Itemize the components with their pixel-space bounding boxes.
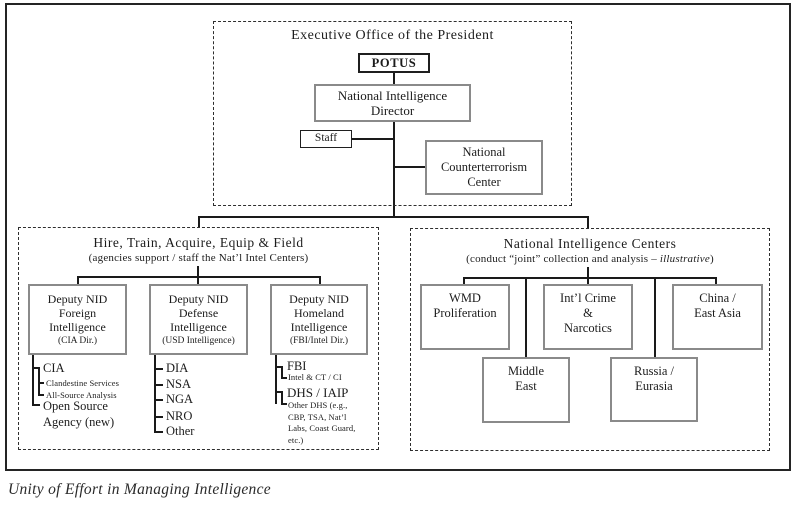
deputy-nid-homeland-label: Deputy NID Homeland Intelligence bbox=[289, 291, 349, 334]
list-item-nga: NGA bbox=[166, 392, 194, 406]
national-intelligence-director-box: National Intelligence Director bbox=[314, 84, 471, 122]
hire-train-subtitle: (agencies support / staff the Nat’l Inte… bbox=[88, 252, 309, 264]
connector-nctc bbox=[395, 166, 426, 168]
list-item-dia: DIA bbox=[166, 361, 189, 375]
potus-box: POTUS bbox=[358, 53, 430, 73]
group-hire-train bbox=[18, 227, 379, 450]
connector-nid-trunk bbox=[393, 121, 395, 218]
deputy-nid-defense-label: Deputy NID Defense Intelligence bbox=[168, 291, 229, 334]
deputy-nid-homeland-box: Deputy NID Homeland Intelligence (FBI/In… bbox=[270, 284, 368, 355]
bracket-tick-intel-ct bbox=[281, 377, 287, 379]
bracket-foreign-main bbox=[32, 355, 34, 406]
bracket-defense-main bbox=[154, 355, 156, 433]
bracket-tick-clandestine bbox=[38, 382, 44, 384]
center-intl-crime-narcotics-box: Int’l Crime & Narcotics bbox=[543, 284, 633, 350]
centers-subtitle-suffix: ) bbox=[709, 253, 714, 265]
list-item-dhs-iaip: DHS / IAIP bbox=[287, 385, 349, 400]
deputy-nid-homeland-note: (FBI/Intel Dir.) bbox=[289, 336, 349, 347]
connector-hire-stub bbox=[197, 266, 199, 277]
connector-centers-stub bbox=[587, 267, 589, 285]
connector-drop-deputy-homeland bbox=[319, 276, 321, 285]
group-executive-office bbox=[213, 21, 572, 206]
list-item-clandestine-services: Clandestine Services bbox=[46, 378, 120, 388]
bracket-foreign-sub bbox=[38, 367, 40, 396]
connector-drop-china bbox=[715, 277, 717, 285]
bracket-tick-all-source bbox=[38, 394, 44, 396]
connector-drop-middle-east bbox=[525, 277, 527, 358]
list-item-other-dhs: Other DHS (e.g., CBP, TSA, Nat’l Labs, C… bbox=[288, 400, 356, 445]
centers-subtitle: (conduct “joint” collection and analysis… bbox=[410, 253, 770, 265]
list-item-open-source-agency: Open Source Agency (new) bbox=[43, 399, 115, 429]
bracket-tick-nro bbox=[154, 416, 163, 418]
group-national-intelligence-centers bbox=[410, 228, 770, 451]
center-middle-east-box: Middle East bbox=[482, 357, 570, 423]
figure-caption: Unity of Effort in Managing Intelligence bbox=[8, 481, 271, 498]
deputy-nid-foreign-box: Deputy NID Foreign Intelligence (CIA Dir… bbox=[28, 284, 127, 355]
connector-staff bbox=[351, 138, 393, 140]
bracket-tick-nsa bbox=[154, 384, 163, 386]
center-china-east-asia-box: China / East Asia bbox=[672, 284, 763, 350]
list-item-all-source-analysis: All-Source Analysis bbox=[46, 390, 117, 400]
centers-subtitle-prefix: (conduct “joint” collection and analysis… bbox=[466, 253, 660, 265]
hire-train-title: Hire, Train, Acquire, Equip & Field bbox=[93, 235, 304, 250]
figure-border bbox=[5, 3, 791, 471]
bracket-fbi-sub bbox=[281, 366, 283, 379]
centers-title: National Intelligence Centers bbox=[503, 236, 677, 251]
centers-subtitle-illustrative: illustrative bbox=[659, 253, 710, 265]
deputy-nid-foreign-note: (CIA Dir.) bbox=[57, 336, 98, 347]
connector-drop-centers-group bbox=[587, 216, 589, 229]
connector-deputies bbox=[77, 276, 321, 278]
national-counterterrorism-center-box: National Counterterrorism Center bbox=[425, 140, 543, 195]
bracket-homeland-main bbox=[275, 355, 277, 404]
connector-potus-nid bbox=[393, 72, 395, 85]
list-item-fbi: FBI bbox=[287, 359, 307, 373]
bracket-tick-fbi bbox=[275, 366, 283, 368]
connector-drop-hire-group bbox=[198, 216, 200, 228]
connector-centers bbox=[463, 277, 717, 279]
staff-box: Staff bbox=[300, 130, 352, 148]
bracket-tick-dhs bbox=[275, 391, 283, 393]
bracket-dhs-sub bbox=[281, 391, 283, 405]
list-item-intel-ct-ci: Intel & CT / CI bbox=[288, 372, 342, 382]
list-item-cia: CIA bbox=[43, 361, 65, 375]
connector-top-level bbox=[198, 216, 589, 218]
list-item-nro: NRO bbox=[166, 409, 193, 423]
deputy-nid-defense-note: (USD Intelligence) bbox=[162, 336, 235, 347]
bracket-tick-other bbox=[154, 431, 163, 433]
bracket-tick-open-source bbox=[32, 404, 40, 406]
bracket-tick-cia bbox=[32, 367, 40, 369]
list-item-nsa: NSA bbox=[166, 377, 192, 391]
connector-drop-deputy-defense bbox=[197, 276, 199, 285]
list-item-other: Other bbox=[166, 424, 195, 438]
bracket-tick-other-dhs bbox=[281, 403, 287, 405]
deputy-nid-defense-box: Deputy NID Defense Intelligence (USD Int… bbox=[149, 284, 248, 355]
bracket-tick-nga bbox=[154, 399, 163, 401]
connector-drop-deputy-foreign bbox=[77, 276, 79, 285]
executive-office-title: Executive Office of the President bbox=[291, 28, 494, 43]
bracket-tick-dia bbox=[154, 368, 163, 370]
deputy-nid-foreign-label: Deputy NID Foreign Intelligence bbox=[47, 291, 108, 334]
center-wmd-proliferation-box: WMD Proliferation bbox=[420, 284, 510, 350]
connector-drop-wmd bbox=[463, 277, 465, 285]
center-russia-eurasia-box: Russia / Eurasia bbox=[610, 357, 698, 422]
connector-drop-russia bbox=[654, 277, 656, 358]
